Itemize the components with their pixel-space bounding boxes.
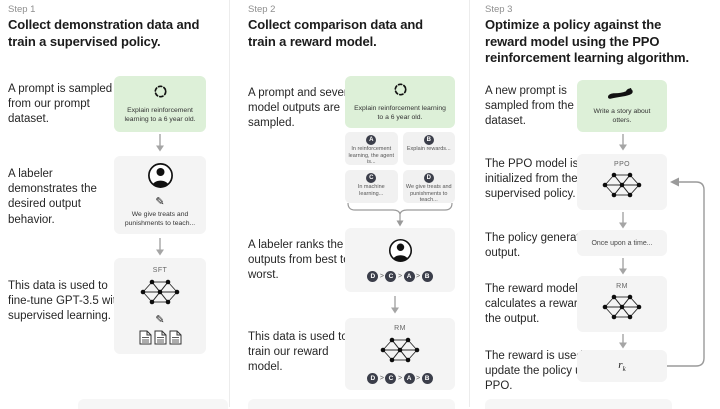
ranking-row: D > C > A > B bbox=[367, 271, 433, 282]
down-arrow bbox=[154, 134, 166, 157]
neural-network-icon bbox=[601, 293, 643, 326]
reward-r: r bbox=[618, 358, 623, 371]
next-section-box-edge bbox=[78, 399, 228, 409]
otter-icon bbox=[607, 87, 637, 105]
neural-network-icon bbox=[139, 278, 181, 311]
step3-prompt-box: Write a story about otters. bbox=[577, 80, 667, 132]
step2-heading: Collect comparison data and train a rewa… bbox=[248, 17, 424, 49]
step1-note-prompt: A prompt is sampled from our prompt data… bbox=[8, 83, 113, 126]
rank-separator: > bbox=[416, 273, 421, 280]
rank-1-badge: D bbox=[367, 271, 379, 282]
rank-2-badge: C bbox=[385, 271, 397, 282]
output-cell-b: B Explain rewards... bbox=[402, 132, 455, 165]
step1-prompt-box: Explain reinforcement learning to a 6 ye… bbox=[114, 76, 206, 132]
down-arrow bbox=[389, 296, 401, 319]
step2-labeler-box: D > C > A > B bbox=[345, 228, 455, 292]
output-a-text: In reinforcement learning, the agent is.… bbox=[348, 146, 395, 165]
step3-heading: Optimize a policy against the reward mod… bbox=[485, 17, 690, 66]
down-arrow bbox=[617, 134, 629, 156]
pencil-icon: ✎ bbox=[155, 196, 165, 209]
rank-separator: > bbox=[397, 374, 403, 382]
rank-2-badge: C bbox=[385, 372, 397, 384]
step3-label: Step 3 bbox=[485, 4, 513, 15]
step1-labeler-box: ✎ We give treats and punishments to teac… bbox=[114, 156, 206, 234]
step3-reward-box: rk bbox=[577, 350, 667, 382]
cycle-icon bbox=[153, 84, 168, 104]
down-arrow bbox=[617, 258, 629, 280]
feedback-loop-arrow bbox=[660, 168, 716, 389]
step3-note-prompt: A new prompt is sampled from the dataset… bbox=[485, 85, 574, 128]
rm-label: RM bbox=[616, 282, 628, 290]
rank-separator: > bbox=[416, 374, 421, 382]
step2-note-train: This data is used to train our reward mo… bbox=[248, 331, 348, 374]
step2-prompt-text: Explain reinforcement learning to a 6 ye… bbox=[354, 105, 446, 121]
rank-3-badge: A bbox=[403, 372, 415, 384]
reward-symbol: rk bbox=[618, 359, 625, 373]
step3-output-box: Once upon a time... bbox=[577, 230, 667, 256]
step1-labeler-text: We give treats and punishments to teach.… bbox=[124, 211, 196, 227]
step1-heading: Collect demonstration data and train a s… bbox=[8, 17, 200, 49]
labeler-icon bbox=[388, 238, 413, 268]
step2-note-prompt: A prompt and several model outputs are s… bbox=[248, 87, 357, 130]
output-cell-c: C In machine learning... bbox=[345, 170, 398, 203]
neural-network-icon bbox=[379, 336, 421, 369]
step3-note-update: The reward is used to update the policy … bbox=[485, 350, 603, 393]
labeler-icon bbox=[147, 162, 174, 194]
output-c-text: In machine learning... bbox=[357, 184, 385, 197]
sft-label: SFT bbox=[152, 267, 168, 274]
rank-4-badge: B bbox=[421, 372, 433, 384]
output-d-text: We give treats and punishments to teach.… bbox=[405, 184, 452, 203]
column-divider bbox=[469, 0, 470, 407]
rank-separator: > bbox=[397, 273, 403, 280]
step1-column: Step 1 Collect demonstration data and tr… bbox=[0, 0, 228, 407]
output-b-text: Explain rewards... bbox=[406, 146, 451, 152]
step3-note-reward: The reward model calculates a reward for… bbox=[485, 283, 601, 326]
rank-4-badge: B bbox=[421, 271, 433, 282]
rank-1-badge: D bbox=[367, 372, 379, 384]
step1-note-labeler: A labeler demonstrates the desired outpu… bbox=[8, 168, 97, 226]
neural-network-icon bbox=[601, 171, 643, 204]
step3-ppo-box: PPO bbox=[577, 154, 667, 210]
reward-k-subscript: k bbox=[622, 365, 626, 374]
brace-arrow bbox=[345, 202, 455, 233]
step2-note-labeler: A labeler ranks the outputs from best to… bbox=[248, 239, 350, 282]
rank-separator: > bbox=[379, 273, 384, 280]
step2-prompt-box: Explain reinforcement learning to a 6 ye… bbox=[345, 76, 455, 128]
down-arrow bbox=[617, 212, 629, 234]
step3-note-init: The PPO model is initialized from the su… bbox=[485, 158, 579, 201]
rm-label: RM bbox=[394, 324, 406, 332]
step2-label: Step 2 bbox=[248, 4, 276, 15]
generated-output-text: Once upon a time... bbox=[591, 239, 653, 247]
step2-column: Step 2 Collect comparison data and train… bbox=[240, 0, 465, 407]
step1-sft-box: SFT ✎ bbox=[114, 258, 206, 354]
step2-rm-box: RM D > C > A > B bbox=[345, 318, 455, 390]
rank-separator: > bbox=[379, 374, 384, 382]
next-section-box-edge bbox=[485, 399, 672, 409]
ppo-label: PPO bbox=[614, 160, 630, 168]
column-divider bbox=[229, 0, 230, 407]
ranking-row: D > C > A > B bbox=[367, 372, 433, 384]
step1-prompt-text: Explain reinforcement learning to a 6 ye… bbox=[124, 107, 196, 123]
down-arrow bbox=[617, 334, 629, 354]
step3-prompt-text: Write a story about otters. bbox=[593, 108, 651, 124]
pencil-icon: ✎ bbox=[155, 314, 165, 326]
step3-rm-box: RM bbox=[577, 276, 667, 332]
step1-label: Step 1 bbox=[8, 4, 36, 15]
next-section-box-edge bbox=[248, 399, 455, 409]
output-b-badge: B bbox=[423, 135, 434, 145]
step3-column: Step 3 Optimize a policy against the rew… bbox=[480, 0, 720, 407]
model-outputs-grid: A In reinforcement learning, the agent i… bbox=[345, 132, 455, 203]
output-c-badge: C bbox=[366, 173, 377, 183]
output-cell-d: D We give treats and punishments to teac… bbox=[402, 170, 455, 203]
output-a-badge: A bbox=[366, 135, 377, 145]
output-d-badge: D bbox=[423, 173, 434, 183]
cycle-icon bbox=[393, 82, 408, 102]
output-cell-a: A In reinforcement learning, the agent i… bbox=[345, 132, 398, 165]
documents-icon bbox=[139, 330, 182, 345]
rank-3-badge: A bbox=[403, 271, 415, 282]
down-arrow bbox=[154, 238, 166, 261]
step1-note-train: This data is used to fine-tune GPT-3.5 w… bbox=[8, 280, 123, 323]
